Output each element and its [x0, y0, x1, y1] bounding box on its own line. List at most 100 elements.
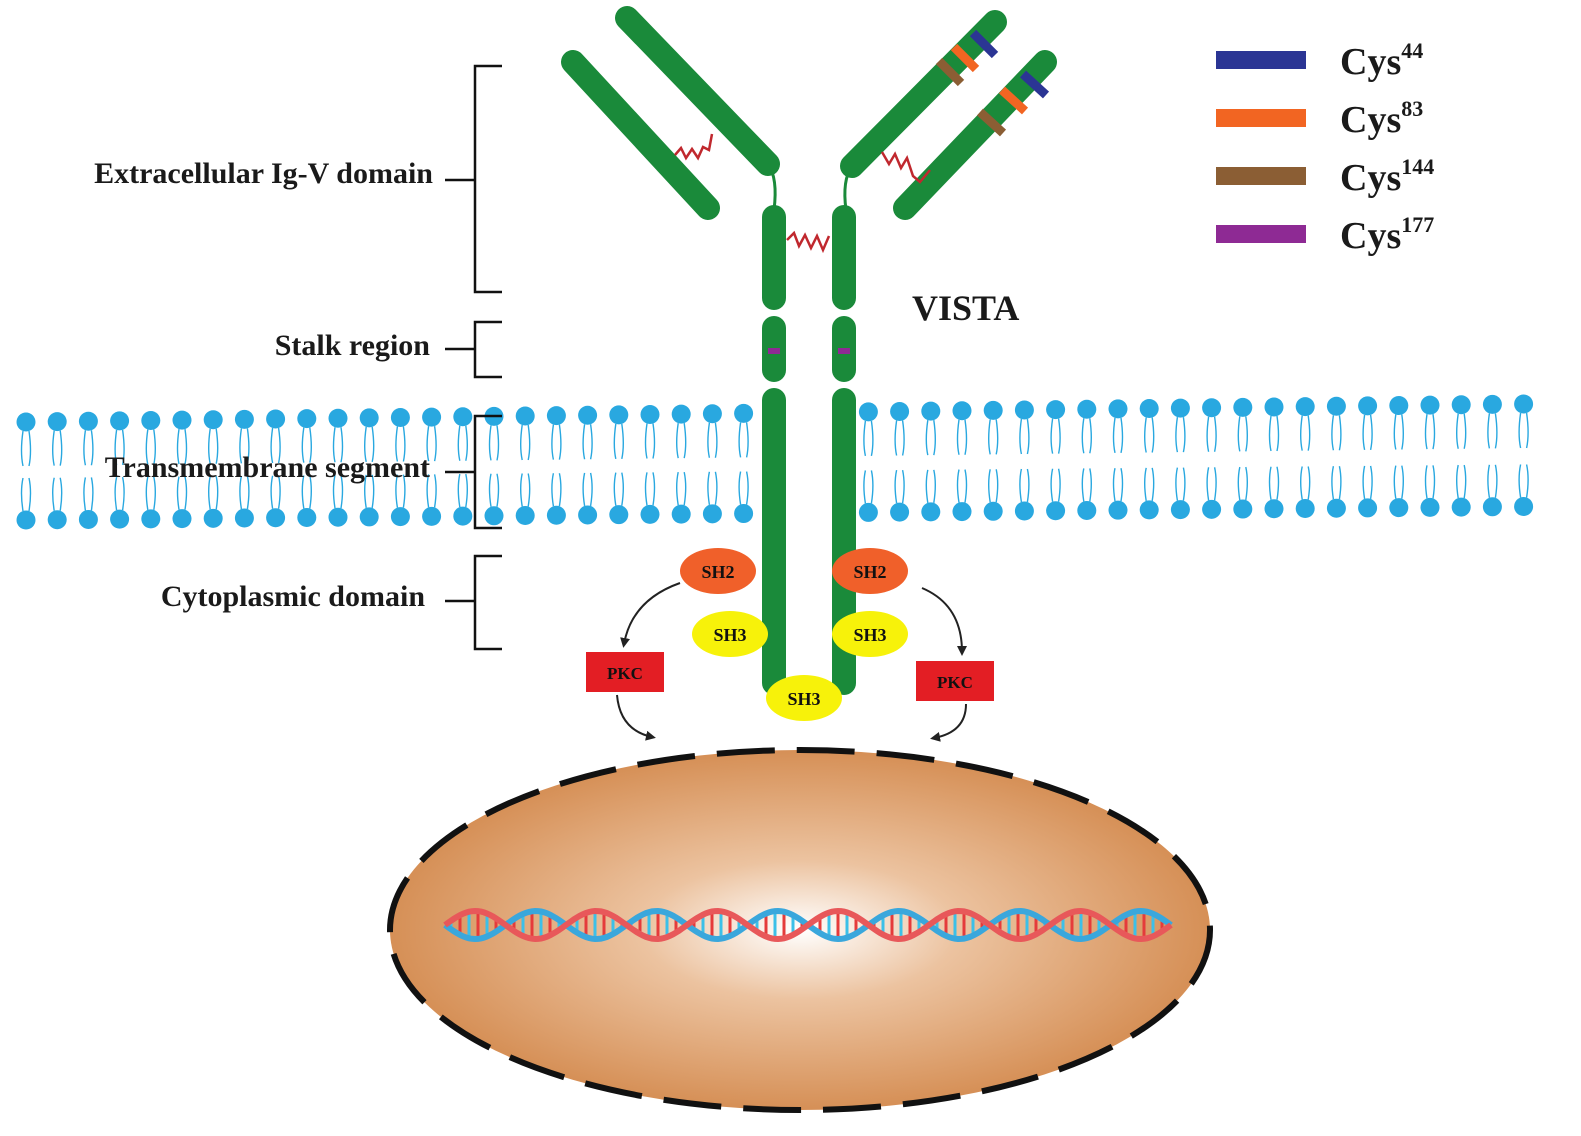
cys144-marker-inner	[935, 57, 965, 87]
phospholipid	[1295, 397, 1315, 518]
phospholipid	[390, 408, 410, 527]
legend-label: Cys144	[1340, 154, 1434, 199]
sh3-bottom-node: SH3	[766, 675, 842, 721]
ig-v-domain-left	[561, 6, 780, 220]
phospholipid	[1514, 394, 1534, 517]
legend-swatch	[1216, 109, 1306, 127]
disulfide-bond-left-arm	[674, 133, 714, 161]
phospholipid	[422, 407, 442, 526]
phospholipid	[734, 403, 754, 524]
pkc-right-label: PKC	[937, 673, 973, 692]
legend-label: Cys83	[1340, 96, 1423, 141]
nuclear-envelope	[387, 747, 1213, 1113]
transmembrane-label: Transmembrane segment	[105, 451, 430, 484]
chain-left-transmembrane-cytoplasmic	[762, 388, 786, 695]
arrow-pkc-left-to-nucleus	[616, 694, 656, 741]
cys44-marker-inner	[969, 29, 999, 59]
cys177-marker-right	[838, 348, 850, 354]
vista-heavy-chains	[762, 205, 856, 695]
phospholipid	[640, 405, 660, 524]
sh3-bottom-label: SH3	[787, 689, 820, 709]
domain-brackets	[445, 64, 502, 651]
phospholipid	[671, 404, 691, 524]
phospholipid	[16, 412, 36, 530]
dna-strand-b	[443, 907, 1173, 943]
phospholipid	[858, 402, 878, 522]
phospholipid	[1014, 400, 1034, 521]
cys83-marker-outer	[998, 86, 1029, 115]
sh3-left-label: SH3	[713, 625, 746, 645]
arrow-pkc-right-to-nucleus	[930, 703, 967, 742]
phospholipid	[1233, 397, 1253, 519]
phospholipid	[546, 406, 566, 525]
chain-left-upper-segment	[762, 205, 786, 310]
ig-chain-left-inner	[615, 6, 780, 176]
dna-helix	[443, 907, 1173, 943]
phospholipid	[1170, 398, 1190, 520]
phospholipid	[453, 407, 473, 526]
phospholipid	[1046, 400, 1066, 521]
phospholipid	[110, 411, 130, 529]
sh3-right-label: SH3	[853, 625, 886, 645]
phospholipid	[1108, 399, 1128, 520]
phospholipid	[515, 406, 535, 526]
ig-chain-right-outer	[893, 50, 1057, 220]
phospholipid	[1264, 397, 1284, 519]
phospholipid	[172, 410, 192, 529]
stalk-label: Stalk region	[275, 329, 431, 362]
sh2-right-node: SH2	[832, 548, 908, 594]
chain-right-upper-segment	[832, 205, 856, 310]
phospholipid	[203, 410, 223, 528]
disulfide-bond-stalk	[786, 230, 831, 254]
bracket-stalk	[445, 320, 502, 379]
phospholipid	[1077, 399, 1097, 520]
phospholipid	[1202, 398, 1222, 519]
phospholipid	[1420, 395, 1440, 517]
ig-v-domain-right	[840, 10, 1057, 220]
sh2-left-label: SH2	[701, 562, 734, 582]
vista-title: VISTA	[912, 288, 1019, 328]
phospholipid	[890, 402, 910, 522]
bracket-transmembrane	[445, 414, 502, 530]
phospholipid	[1139, 399, 1159, 520]
phospholipid	[952, 401, 972, 522]
sh3-left-node: SH3	[692, 611, 768, 657]
phospholipid	[1358, 396, 1378, 518]
nucleus	[387, 747, 1213, 1113]
sh2-right-label: SH2	[853, 562, 886, 582]
phospholipid	[921, 401, 941, 522]
bracket-cytoplasmic	[445, 554, 502, 651]
phospholipid	[1451, 395, 1471, 517]
phospholipid	[578, 405, 598, 525]
phospholipid	[234, 409, 254, 528]
phospholipid	[1389, 396, 1409, 518]
arrow-sh2-to-pkc-left	[620, 582, 681, 648]
ig-chain-right-inner	[840, 10, 1007, 178]
pkc-left-label: PKC	[607, 664, 643, 683]
phospholipid	[702, 404, 722, 524]
sh3-right-node: SH3	[832, 611, 908, 657]
extracellular-label: Extracellular Ig-V domain	[94, 157, 433, 190]
hinge-left	[766, 163, 777, 211]
cys44-marker-outer	[1019, 70, 1050, 99]
arrow-sh2-to-pkc-right	[921, 587, 967, 656]
cys83-marker-inner	[950, 43, 980, 73]
phospholipid	[359, 408, 379, 527]
lipid-bilayer	[16, 394, 1534, 530]
sh2-left-node: SH2	[680, 548, 756, 594]
legend-swatch	[1216, 167, 1306, 185]
pkc-left-node: PKC	[586, 652, 664, 692]
phospholipid	[47, 412, 67, 530]
cys177-marker-left	[768, 348, 780, 354]
legend-item: Cys44	[1216, 38, 1423, 83]
legend-swatch	[1216, 225, 1306, 243]
phospholipid	[1482, 394, 1502, 517]
phospholipid	[328, 408, 348, 527]
disulfide-bond-right-arm	[880, 151, 931, 184]
phospholipid	[266, 409, 286, 528]
signaling-arrows	[616, 582, 967, 742]
ig-chain-left-outer	[561, 50, 720, 220]
cytoplasmic-label: Cytoplasmic domain	[161, 580, 426, 613]
